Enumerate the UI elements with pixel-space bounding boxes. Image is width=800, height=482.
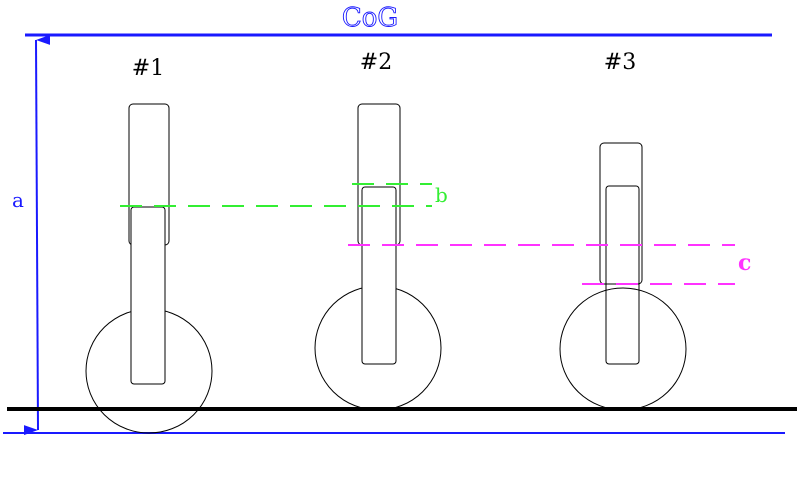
config-1-label: #1 <box>132 56 164 81</box>
strut-piston-3 <box>605 185 640 365</box>
dimension-a-label: a <box>12 188 24 212</box>
config-3-label: #3 <box>604 50 636 75</box>
cog-label: CoG <box>342 3 398 33</box>
dimension-a-arrow <box>23 34 51 436</box>
strut-piston-2 <box>361 186 397 365</box>
wheel-3 <box>559 287 687 411</box>
dimension-c-label: c <box>738 250 751 276</box>
config-2-label: #2 <box>360 50 392 75</box>
dimension-b-label: b <box>435 183 448 207</box>
strut-piston-1 <box>130 206 166 385</box>
